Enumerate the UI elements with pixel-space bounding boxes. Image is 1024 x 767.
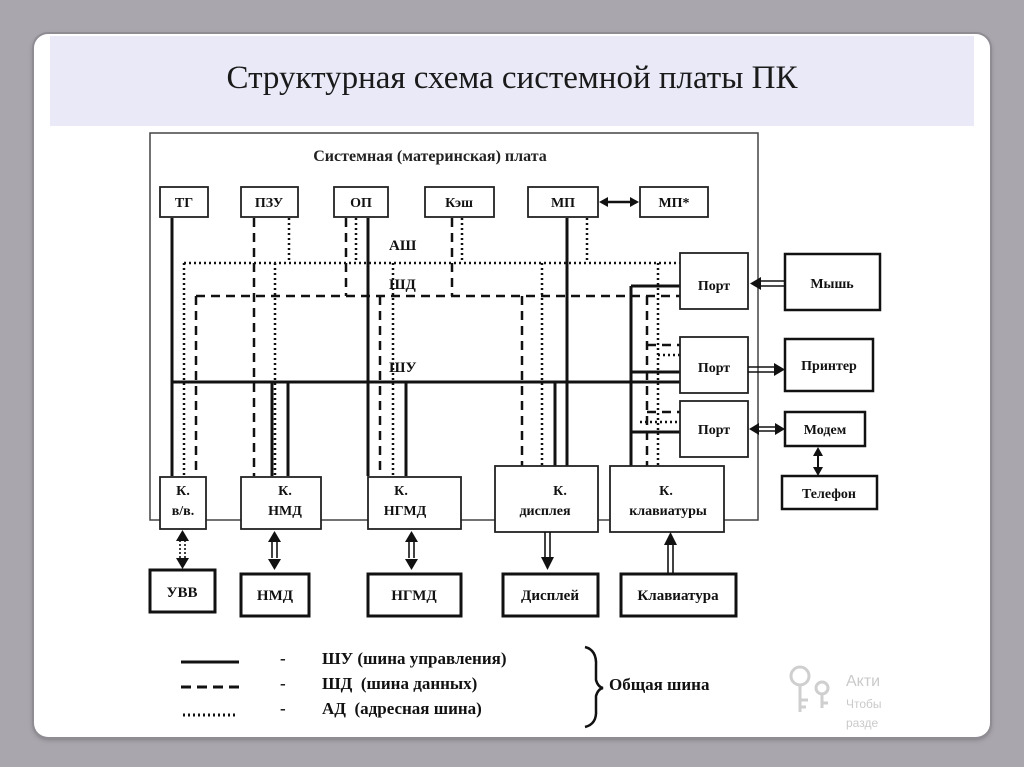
hdd-arrow-down [268,559,281,570]
legend-dash-1: - [280,649,286,668]
device-display-label: Дисплей [521,588,579,604]
controller-keyboard-line1: К. [659,484,673,499]
controller-fdd [367,476,462,530]
device-fdd [366,572,463,618]
block-cache-label: Кэш [445,196,473,211]
watermark-line1: Акти [846,673,880,690]
controller-io-line1: К. [176,484,190,499]
io-arrow-up [176,530,189,541]
bus-labels: АШ ШД ШУ [389,238,417,376]
block-op [333,186,389,218]
phone-arrow-up [813,447,823,456]
board-label: Системная (материнская) плата [313,148,547,165]
controller-fdd-line1: К. [394,484,408,499]
port-modem [679,400,749,458]
activation-watermark: Акти Чтобы разде [789,665,882,730]
device-modem-label: Модем [804,423,847,438]
block-mp-star-label: МП* [658,196,689,211]
device-hdd-label: НМД [257,588,294,604]
modem-arrow-left [749,423,759,435]
controller-hdd-line1: К. [278,484,292,499]
controller-hdd-line2: НМД [268,504,302,519]
device-io [148,568,217,614]
data-bus [194,218,680,476]
legend-group-label: Общая шина [609,675,710,694]
block-tg-label: ТГ [175,196,193,211]
io-arrow-down [176,558,189,569]
controller-display-line2: дисплея [519,504,570,519]
phone-arrow-down [813,467,823,476]
block-mp-label: МП [551,196,575,211]
block-tg [159,186,209,218]
display-arrow-down [541,557,554,570]
fdd-arrow-down [405,559,418,570]
right-connectors [748,280,819,468]
watermark-line3: разде [846,716,878,730]
legend: - - - ШУ (шина управления) ШД (шина данн… [181,645,710,729]
block-cache [424,186,495,218]
bottom-connectors [179,532,674,573]
control-bus-label: ШУ [389,360,416,376]
legend-dash-3: - [280,699,286,718]
controller-io [159,476,207,530]
legend-brace [584,645,604,729]
device-modem [783,410,867,448]
address-bus-label: АШ [389,238,417,254]
port-printer [679,336,749,394]
mouse-arrow-head [750,277,761,290]
legend-address-bus: АД (адресная шина) [322,699,482,718]
device-display [501,572,600,618]
title-band: Структурная схема системной платы ПК [50,36,974,126]
device-keyboard-label: Клавиатура [637,588,719,604]
keyboard-arrow-up [664,532,677,545]
port-mouse-label: Порт [698,279,730,294]
slide-title: Структурная схема системной платы ПК [226,60,798,96]
device-io-label: УВВ [166,585,197,601]
hdd-arrow-up [268,531,281,542]
device-fdd-label: НГМД [391,588,437,604]
controller-keyboard [609,465,725,533]
printer-arrow-head [774,363,785,376]
device-phone-label: Телефон [802,487,856,502]
watermark-line2: Чтобы [846,697,882,711]
controller-display [494,465,599,533]
key-icon [789,665,830,712]
device-printer-label: Принтер [801,359,857,374]
port-printer-label: Порт [698,361,730,376]
device-mouse-label: Мышь [810,277,854,292]
fdd-arrow-up [405,531,418,542]
controller-hdd [240,476,322,530]
controller-io-line2: в/в. [172,504,195,519]
port-modem-label: Порт [698,423,730,438]
device-hdd [239,572,311,618]
device-mouse [783,252,882,312]
mp-coprocessor-arrow [599,197,639,207]
device-printer [783,337,875,393]
legend-control-bus: ШУ (шина управления) [322,649,507,668]
controller-keyboard-line2: клавиатуры [629,504,707,519]
block-pzu-label: ПЗУ [255,196,283,211]
controller-fdd-line2: НГМД [384,504,427,519]
port-mouse [679,252,749,310]
block-op-label: ОП [350,196,372,211]
legend-dash-2: - [280,674,286,693]
block-mp [527,186,599,218]
modem-arrow-right [775,423,785,435]
device-keyboard [619,572,738,618]
controller-display-line1: К. [553,484,567,499]
block-pzu [240,186,299,218]
legend-data-bus: ШД (шина данных) [322,674,477,693]
data-bus-label: ШД [389,277,416,293]
block-mp-star [639,186,709,218]
device-phone [780,474,879,511]
control-bus [170,218,680,476]
